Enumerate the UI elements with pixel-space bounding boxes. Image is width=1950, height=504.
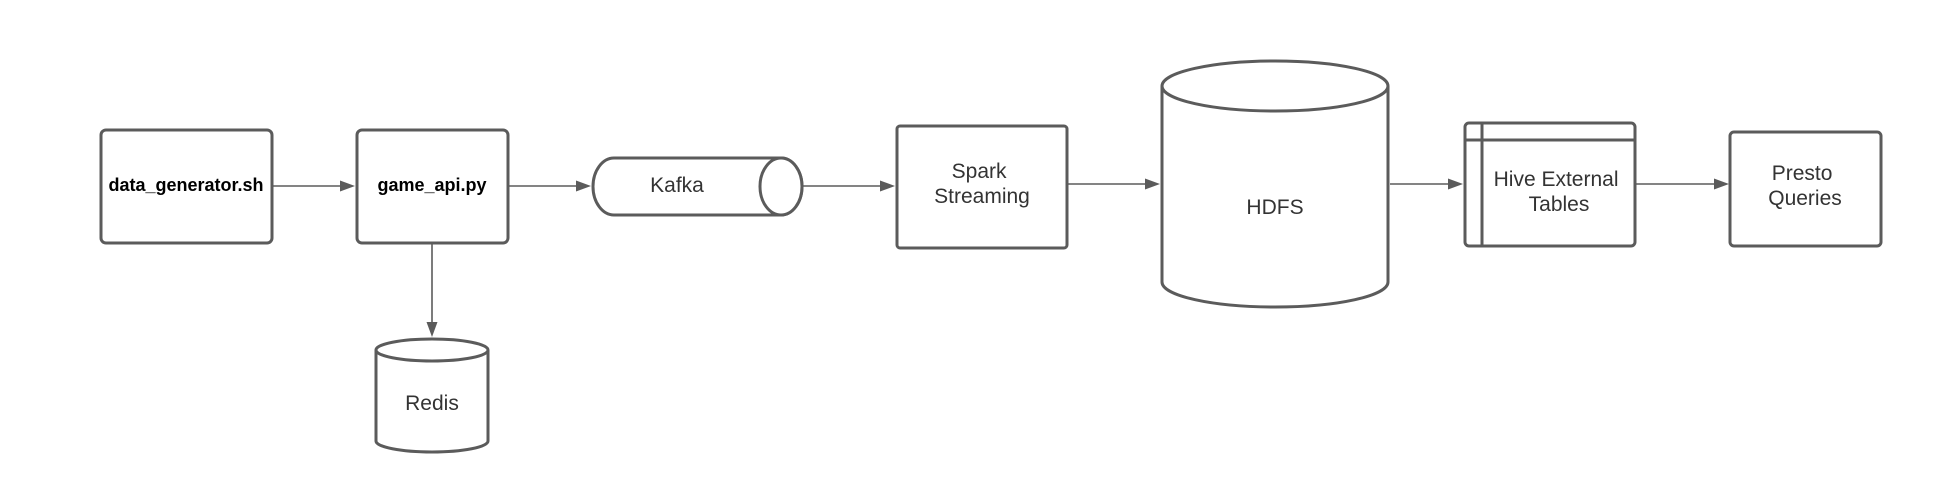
edge-spark-to-hdfs xyxy=(1068,178,1160,190)
spark-label: Spark Streaming xyxy=(934,160,1030,208)
spark-label-line1: Spark xyxy=(952,160,1007,183)
hdfs-cylinder-body xyxy=(1160,86,1390,309)
edge-data-generator-to-game-api xyxy=(273,180,355,192)
redis-label: Redis xyxy=(405,392,459,415)
kafka-cylinder-cap xyxy=(758,156,804,217)
node-hdfs: HDFS xyxy=(1160,59,1390,309)
redis-cylinder-body xyxy=(374,350,490,454)
node-redis: Redis xyxy=(374,337,490,454)
spark-label-line2: Streaming xyxy=(934,185,1030,208)
edge-hive-to-presto xyxy=(1636,178,1729,190)
presto-label: Presto Queries xyxy=(1768,162,1842,210)
node-presto-queries: Presto Queries xyxy=(1728,130,1883,248)
hdfs-cylinder-top xyxy=(1160,59,1390,113)
edge-hdfs-to-hive xyxy=(1390,178,1463,190)
game-api-box xyxy=(355,128,510,245)
node-spark-streaming: Spark Streaming xyxy=(895,124,1069,250)
redis-cylinder-top xyxy=(374,337,490,363)
node-game-api: game_api.py xyxy=(355,128,510,245)
node-data-generator: data_generator.sh xyxy=(99,128,274,245)
hdfs-label: HDFS xyxy=(1246,196,1303,219)
edge-kafka-to-spark xyxy=(803,180,895,192)
data-generator-box xyxy=(99,128,274,245)
game-api-label: game_api.py xyxy=(377,175,486,195)
hive-box xyxy=(1463,121,1637,248)
data-generator-label: data_generator.sh xyxy=(108,175,263,195)
presto-label-line1: Presto xyxy=(1772,162,1833,185)
edge-game-api-to-redis xyxy=(426,244,438,337)
presto-label-line2: Queries xyxy=(1768,187,1842,210)
edge-game-api-to-kafka xyxy=(509,180,591,192)
presto-box xyxy=(1728,130,1883,248)
hive-label-line2: Tables xyxy=(1529,193,1590,216)
hive-label: Hive External Tables xyxy=(1494,168,1625,216)
kafka-label: Kafka xyxy=(650,174,704,197)
node-hive-external-tables: Hive External Tables xyxy=(1463,121,1637,248)
spark-box xyxy=(895,124,1069,250)
hive-label-line1: Hive External xyxy=(1494,168,1619,191)
node-kafka: Kafka xyxy=(591,156,804,217)
